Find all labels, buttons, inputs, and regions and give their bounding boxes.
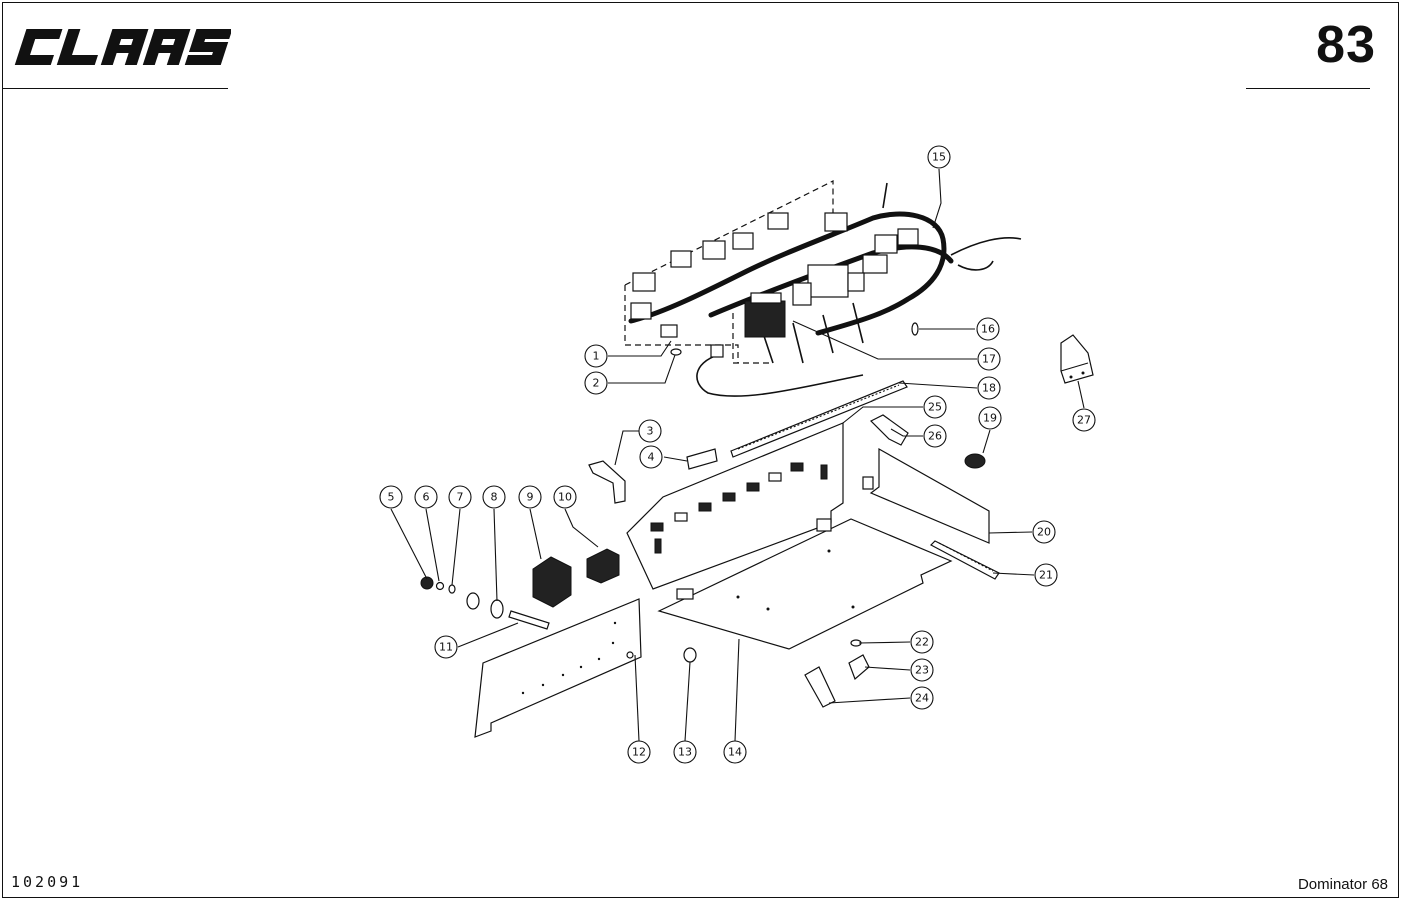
svg-text:20: 20: [1037, 526, 1051, 539]
callout-27: 27: [1072, 408, 1096, 432]
callout-4: 4: [639, 445, 663, 469]
svg-text:22: 22: [915, 636, 929, 649]
part-14-lower-panel: [657, 518, 953, 650]
callout-1: 1: [584, 344, 608, 368]
page-number: 83: [1316, 16, 1376, 74]
svg-text:3: 3: [647, 425, 654, 438]
exploded-parts-diagram: 1 2 3 4 5 6 7 8 9 10 11 12 13 14 15 16 1…: [379, 145, 1096, 764]
svg-text:21: 21: [1039, 569, 1053, 582]
claas-logo: CLAAS: [11, 15, 231, 75]
callout-20: 20: [1032, 520, 1056, 544]
callout-14: 14: [723, 740, 747, 764]
part-26-bracket: [869, 414, 909, 446]
callout-2: 2: [584, 371, 608, 395]
svg-text:5: 5: [388, 491, 395, 504]
callout-15: 15: [927, 145, 951, 169]
callout-11: 11: [434, 635, 458, 659]
part-16-pin: [911, 322, 919, 336]
svg-text:17: 17: [982, 353, 996, 366]
main-dashboard-panel: [626, 422, 844, 590]
svg-text:2: 2: [593, 377, 600, 390]
leader-lines: [390, 168, 1085, 742]
callout-5: 5: [379, 485, 403, 509]
callout-17: 17: [977, 347, 1001, 371]
svg-text:25: 25: [928, 401, 942, 414]
part-4-plate: [686, 448, 718, 470]
svg-text:1: 1: [593, 350, 600, 363]
callout-26: 26: [923, 424, 947, 448]
part-18-strip: [730, 380, 908, 458]
wiring-harness-assembly: [624, 180, 1022, 397]
svg-text:13: 13: [678, 746, 692, 759]
svg-text:8: 8: [491, 491, 498, 504]
callout-16: 16: [976, 317, 1000, 341]
svg-text:15: 15: [932, 151, 946, 164]
callout-19: 19: [978, 406, 1002, 430]
svg-text:26: 26: [928, 430, 942, 443]
callout-24: 24: [910, 686, 934, 710]
svg-text:6: 6: [423, 491, 430, 504]
callout-3: 3: [638, 419, 662, 443]
svg-text:4: 4: [648, 451, 655, 464]
svg-text:9: 9: [527, 491, 534, 504]
part-21-strip: [930, 540, 1000, 580]
claas-logo-mark: [14, 29, 231, 65]
callout-22: 22: [910, 630, 934, 654]
callout-12: 12: [627, 740, 651, 764]
callout-18: 18: [977, 376, 1001, 400]
svg-text:27: 27: [1077, 414, 1091, 427]
callout-13: 13: [673, 740, 697, 764]
small-hardware-parts: [420, 548, 870, 708]
part-19-knob: [964, 453, 986, 469]
callout-23: 23: [910, 658, 934, 682]
svg-text:14: 14: [728, 746, 742, 759]
svg-text:24: 24: [915, 692, 929, 705]
svg-text:16: 16: [981, 323, 995, 336]
diagram-id: 102091: [11, 873, 84, 891]
svg-text:10: 10: [558, 491, 572, 504]
svg-text:11: 11: [439, 641, 453, 654]
header-rule-left: [3, 88, 228, 89]
part-2-clip: [670, 348, 682, 356]
callout-7: 7: [448, 485, 472, 509]
callout-6: 6: [414, 485, 438, 509]
header-rule-right: [1246, 88, 1370, 89]
part-3-bracket: [588, 460, 626, 504]
model-name: Dominator 68: [1297, 876, 1388, 893]
callout-9: 9: [518, 485, 542, 509]
callout-10: 10: [553, 485, 577, 509]
callout-8: 8: [482, 485, 506, 509]
callout-25: 25: [923, 395, 947, 419]
callout-21: 21: [1034, 563, 1058, 587]
svg-text:18: 18: [982, 382, 996, 395]
svg-text:19: 19: [983, 412, 997, 425]
part-20-side-panel: [862, 447, 990, 544]
part-27-bracket: [1060, 334, 1094, 384]
svg-text:7: 7: [457, 491, 464, 504]
svg-text:12: 12: [632, 746, 646, 759]
part-12-front-panel: [474, 598, 642, 738]
svg-text:23: 23: [915, 664, 929, 677]
